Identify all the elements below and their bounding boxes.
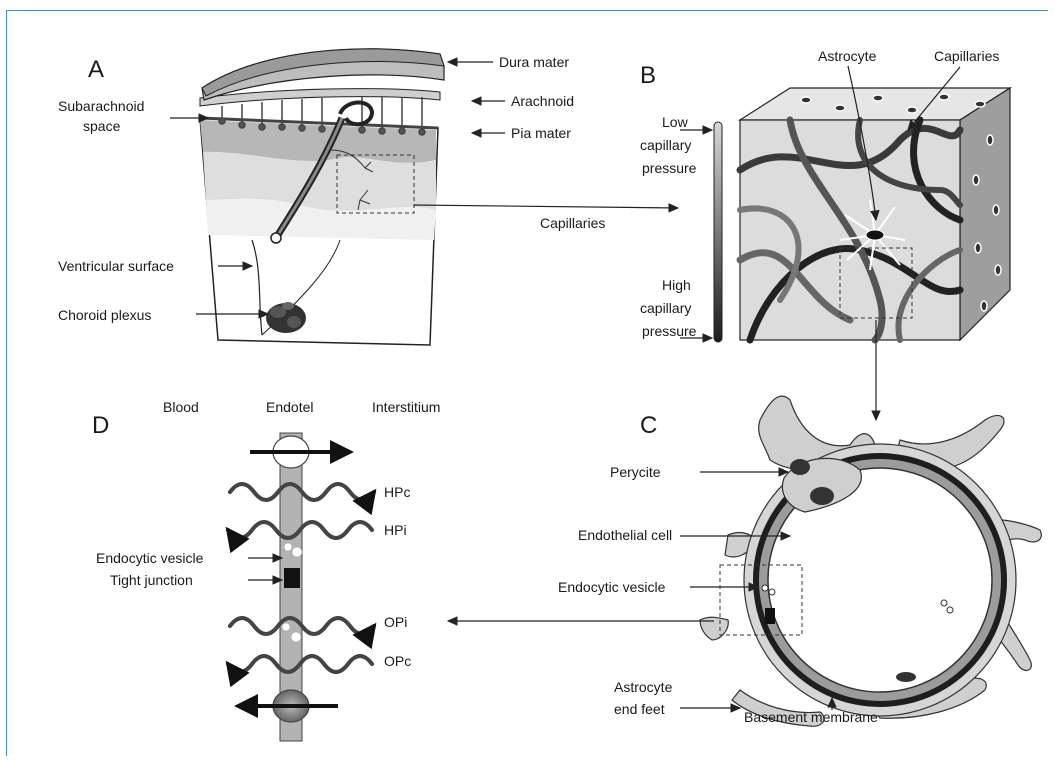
panel-d: D Blood Endotel Interstitium HPc HPi End… xyxy=(92,399,440,741)
high-pressure-line2: capillary xyxy=(640,300,691,316)
opi-label: OPi xyxy=(384,614,407,630)
endothelial-nucleus-lower xyxy=(896,672,916,682)
arachnoid-layer xyxy=(200,89,440,106)
panel-b: B Astrocyte Capillaries Low capillary pr… xyxy=(640,48,1010,420)
low-pressure-line3: pressure xyxy=(642,160,697,176)
ventricular-surface-label: Ventricular surface xyxy=(58,258,174,274)
bridging-vein xyxy=(340,102,372,124)
astrocyte-endfeet-line2: end feet xyxy=(614,701,665,717)
vessel-end xyxy=(271,233,281,243)
high-pressure-line1: High xyxy=(662,277,691,293)
panel-a: A Dura mater Arachnoid Pia mater Subarac… xyxy=(58,49,678,345)
subarachnoid-label-line1: Subarachnoid xyxy=(58,98,144,114)
endothelial-cell-label: Endothelial cell xyxy=(578,527,672,543)
high-pressure-line3: pressure xyxy=(642,323,697,339)
basement-membrane-label: Basement membrane xyxy=(744,709,878,725)
capillaries-label-a: Capillaries xyxy=(540,215,605,231)
hpi-label: HPi xyxy=(384,522,407,538)
capillaries-label-b: Capillaries xyxy=(934,48,999,64)
astrocyte-label-b: Astrocyte xyxy=(818,48,877,64)
endocytic-vesicle-label-d: Endocytic vesicle xyxy=(96,550,204,566)
astrocyte-endfeet-line1: Astrocyte xyxy=(614,679,673,695)
endotel-label: Endotel xyxy=(266,399,313,415)
hpc-label: HPc xyxy=(384,484,410,500)
panel-c: C Perycite Endothelial cell Endocytic ve… xyxy=(448,396,1041,726)
endocytic-vesicle-label-c: Endocytic vesicle xyxy=(558,579,666,595)
panel-d-label: D xyxy=(92,412,109,439)
arachnoid-label: Arachnoid xyxy=(511,93,574,109)
choroid-plexus-label: Choroid plexus xyxy=(58,307,151,323)
tight-junction-label: Tight junction xyxy=(110,572,193,588)
panel-a-label: A xyxy=(88,56,104,83)
panel-d-arrows xyxy=(248,558,282,580)
low-pressure-line2: capillary xyxy=(640,137,691,153)
perycite-label: Perycite xyxy=(610,464,661,480)
dura-mater-label: Dura mater xyxy=(499,54,569,70)
tight-junction xyxy=(284,568,300,588)
interstitium-label: Interstitium xyxy=(372,399,440,415)
tight-junction-c xyxy=(765,608,775,624)
panel-b-label: B xyxy=(640,62,656,89)
subarachnoid-label-line2: space xyxy=(83,118,121,134)
pia-mater-label: Pia mater xyxy=(511,125,571,141)
low-pressure-line1: Low xyxy=(662,114,689,130)
endothelial-nucleus xyxy=(810,487,834,505)
panel-c-label: C xyxy=(640,412,657,439)
pericyte-nucleus xyxy=(790,459,810,475)
opc-label: OPc xyxy=(384,653,411,669)
pressure-gradient-bar xyxy=(714,122,722,342)
blood-label: Blood xyxy=(163,399,199,415)
